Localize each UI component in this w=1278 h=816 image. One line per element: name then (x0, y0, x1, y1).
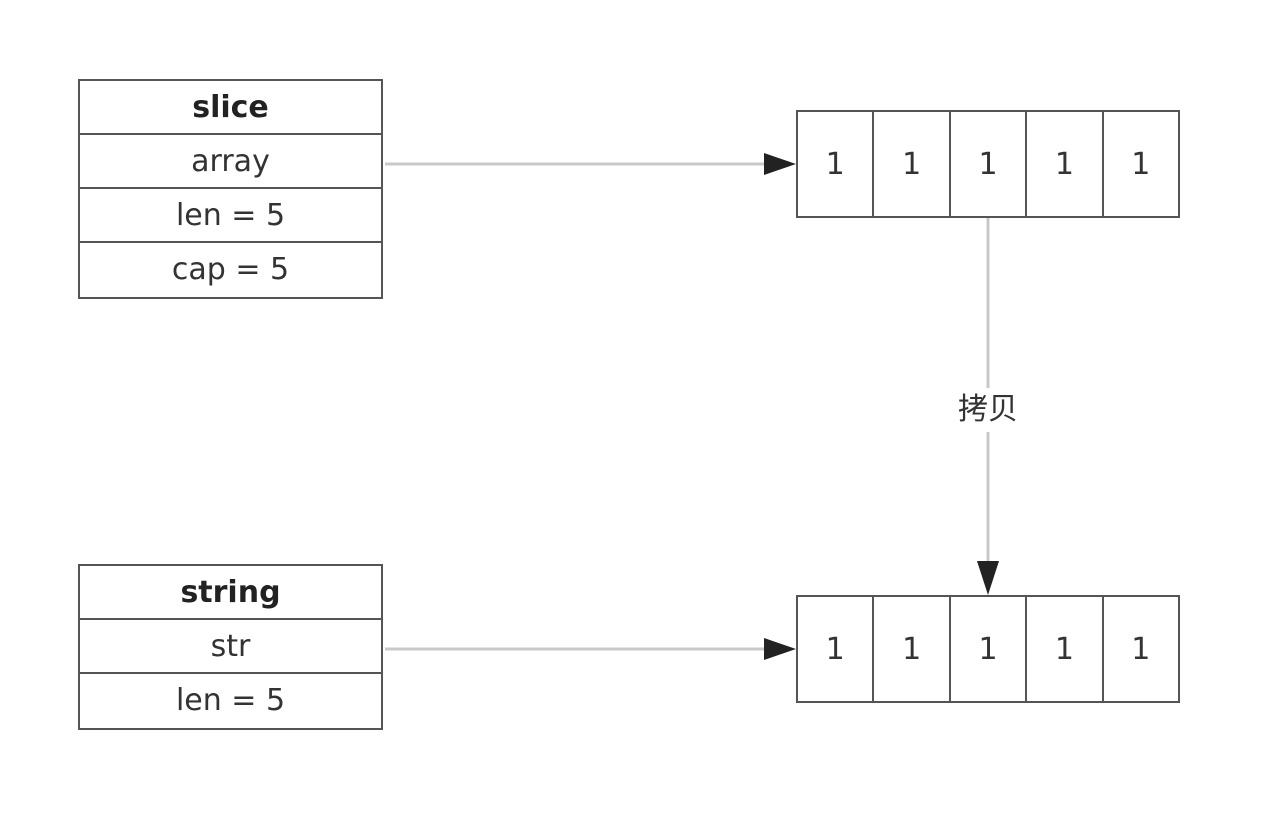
array-cell: 1 (798, 112, 875, 216)
string-backing-array: 1 1 1 1 1 (796, 595, 1180, 703)
copy-edge-label: 拷贝 (940, 388, 1036, 432)
array-cell: 1 (951, 597, 1028, 701)
array-cell: 1 (874, 597, 951, 701)
slice-array-arrowhead (764, 153, 796, 175)
string-str-arrowhead (764, 638, 796, 660)
string-field-str: str (80, 620, 381, 674)
string-field-len: len = 5 (175, 683, 286, 718)
array-cell: 1 (874, 112, 951, 216)
array-cell: 1 (1131, 146, 1151, 182)
string-header: string (80, 566, 381, 620)
slice-field-len: len = 5 (80, 189, 381, 243)
array-cell: 1 (1027, 597, 1104, 701)
array-cell: 1 (798, 597, 875, 701)
array-cell: 1 (1131, 631, 1151, 667)
slice-backing-array: 1 1 1 1 1 (796, 110, 1180, 218)
slice-struct: slice array len = 5 cap = 5 (78, 79, 383, 299)
string-struct: string str len = 5 (78, 564, 383, 730)
slice-field-cap: cap = 5 (171, 252, 290, 287)
slice-header: slice (80, 81, 381, 135)
slice-field-array: array (80, 135, 381, 189)
array-cell: 1 (951, 112, 1028, 216)
array-cell: 1 (1027, 112, 1104, 216)
copy-arrowhead (977, 561, 999, 595)
